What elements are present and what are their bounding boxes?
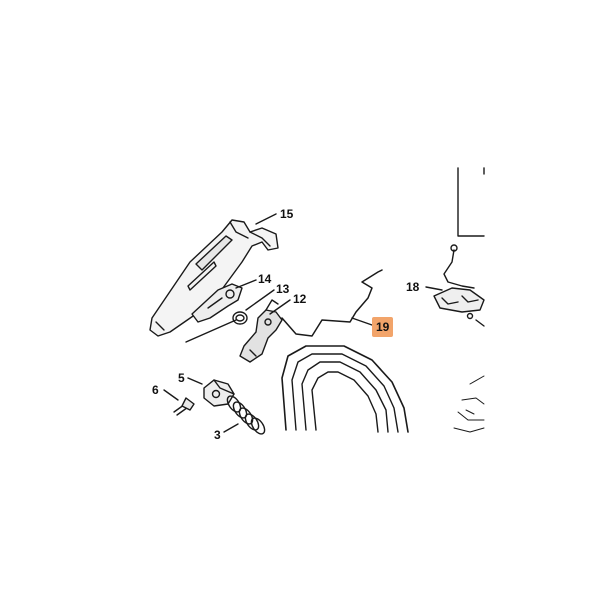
part-5-housing [203,379,235,407]
leader-13 [245,289,275,311]
part-3-spring [226,395,266,435]
leader-19 [351,317,373,326]
leader-14 [235,279,257,289]
callout-5: 5 [178,371,185,385]
part-15-handle-cover [149,219,279,337]
leader-12 [269,299,291,315]
frame-line [457,167,485,237]
callout-19: 19 [372,317,394,337]
part-6-screw [173,397,195,416]
leader-15 [255,213,277,225]
part-14-bracket-plate [191,283,243,323]
callout-3: 3 [214,428,221,442]
part-12-lever [239,299,283,363]
callout-12: 12 [293,292,307,306]
callout-13: 13 [276,282,290,296]
leader-3 [223,423,239,433]
part-19-wire-rod [281,269,383,337]
callout-6: 6 [152,383,159,397]
leader-5 [187,377,203,385]
leader-6 [163,389,179,401]
leader-18 [425,286,443,291]
gasket-frame [281,345,409,433]
callout-14: 14 [258,272,272,286]
callout-18: 18 [406,280,420,294]
part-13-ring [232,311,248,325]
engine-fragment [453,375,485,433]
callout-15: 15 [280,207,294,221]
part-18-linkage [433,244,485,327]
part-14-rod [185,319,237,343]
